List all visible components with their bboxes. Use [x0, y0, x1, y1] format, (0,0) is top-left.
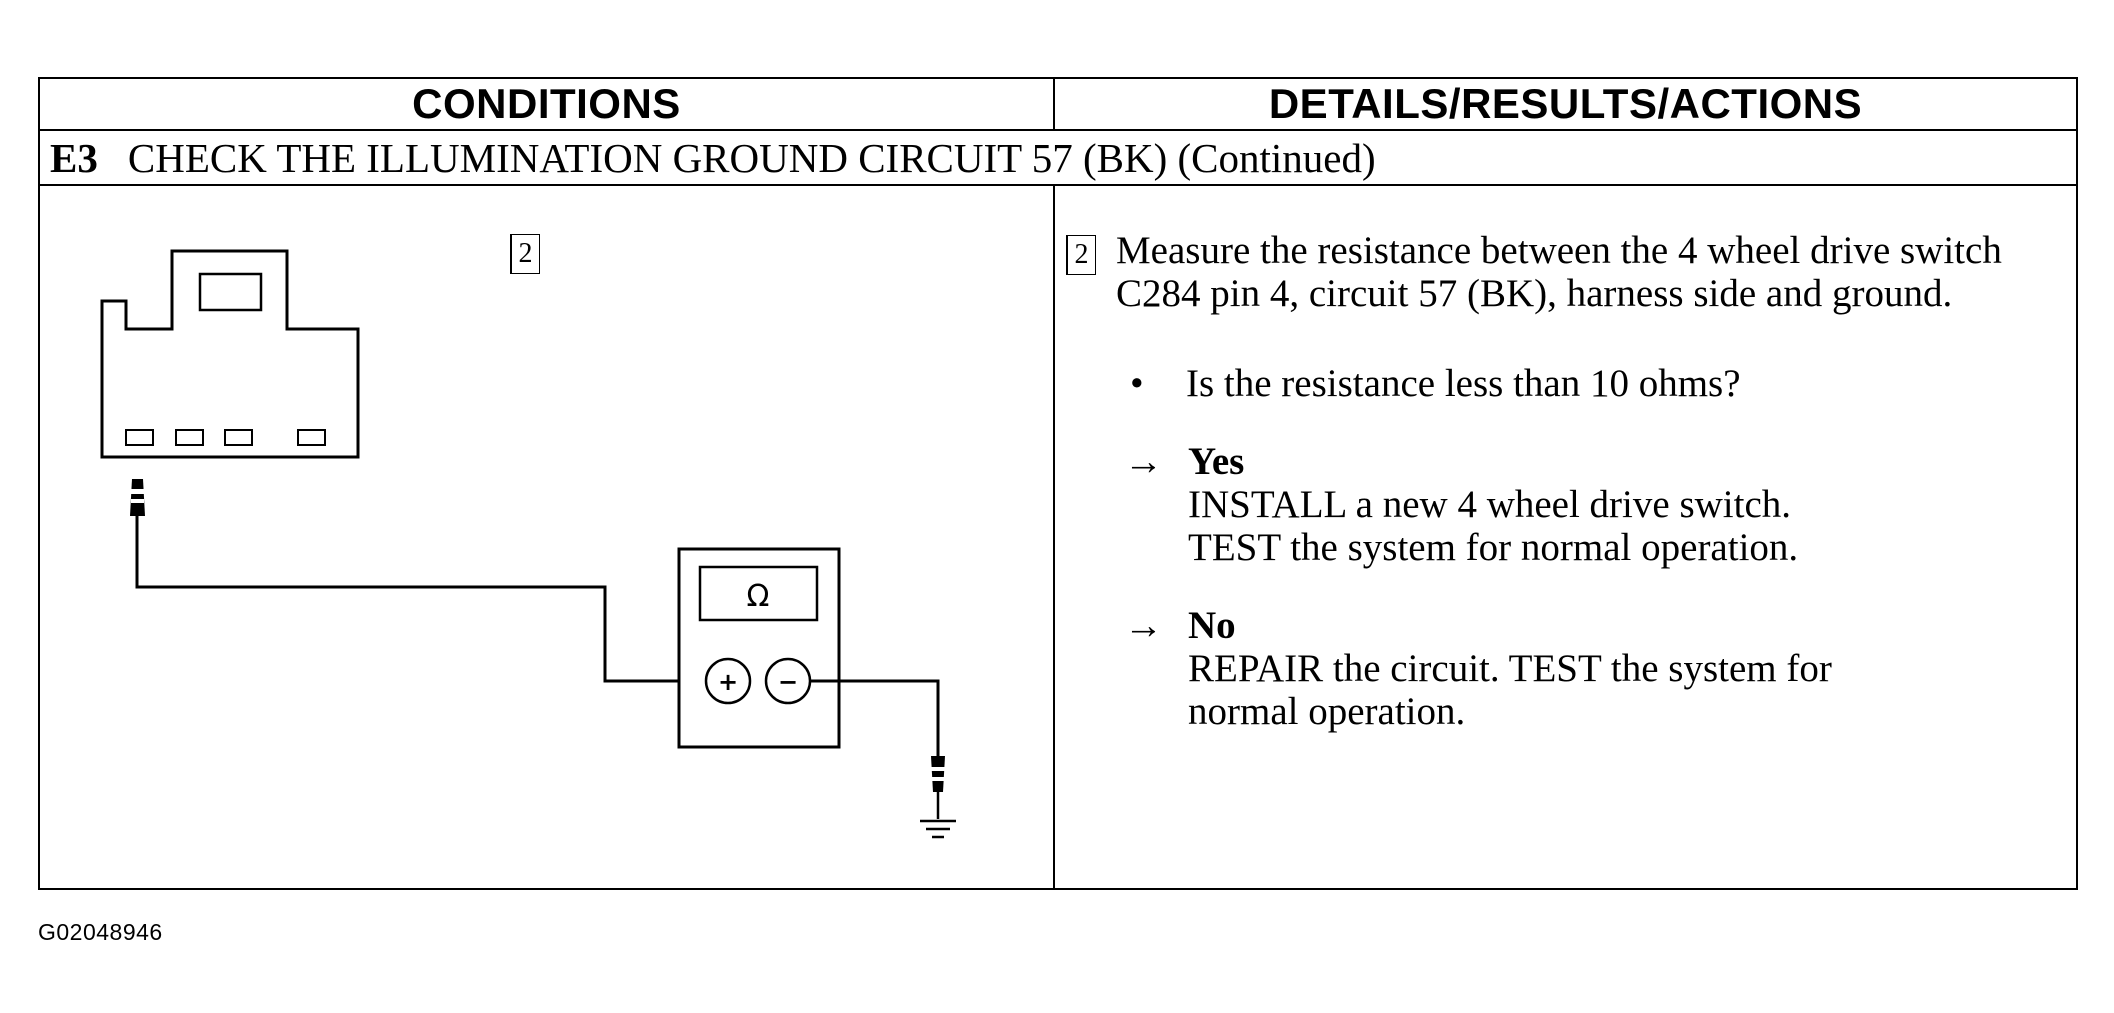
step-id: E3: [50, 134, 98, 181]
multimeter-display: [698, 565, 819, 622]
details-header: DETAILS/RESULTS/ACTIONS: [1268, 80, 1863, 127]
question-text: Is the resistance less than 10 ohms?: [1186, 362, 1741, 405]
question-item: • Is the resistance less than 10 ohms?: [1116, 362, 2056, 405]
positive-probe: [130, 479, 145, 516]
result-yes: → Yes INSTALL a new 4 wheel drive switch…: [1116, 440, 2056, 569]
conditions-header: CONDITIONS: [412, 80, 681, 127]
ohm-icon: Ω: [747, 579, 770, 614]
result-yes-title: Yes: [1188, 440, 1245, 483]
plus-icon: +: [718, 668, 738, 696]
step-title: CHECK THE ILLUMINATION GROUND CIRCUIT 57…: [127, 134, 1376, 181]
multimeter-body: [677, 547, 841, 749]
procedure-table: CONDITIONS DETAILS/RESULTS/ACTIONS E3 CH…: [38, 77, 2078, 890]
minus-icon: −: [778, 668, 798, 696]
connector-pin-4: [125, 429, 154, 446]
connector-pin-3: [175, 429, 204, 446]
multimeter: [677, 547, 841, 749]
header-divider: [1053, 79, 1055, 129]
positive-lead-wire: [135, 516, 679, 683]
negative-probe: [931, 756, 945, 819]
result-no-title: No: [1188, 604, 1236, 647]
connector-pin-1: [297, 429, 326, 446]
arrow-icon: →: [1124, 440, 1163, 483]
ground-icon: [920, 819, 956, 839]
result-no: → No REPAIR the circuit. TEST the system…: [1116, 604, 2056, 733]
bullet-icon: •: [1130, 362, 1144, 405]
column-divider: [1053, 186, 1055, 888]
connector-outline: [100, 249, 360, 459]
negative-lead-wire: [810, 679, 940, 756]
details-column: Measure the resistance between the 4 whe…: [1116, 229, 2056, 733]
figure-id: G02048946: [38, 919, 163, 945]
connector-pin-2: [224, 429, 253, 446]
plus-terminal: [704, 657, 752, 705]
result-yes-line: TEST the system for normal operation.: [1188, 526, 1799, 569]
result-yes-line: INSTALL a new 4 wheel drive switch.: [1188, 483, 1792, 526]
details-step-number: 2: [1066, 235, 1096, 275]
result-no-line: REPAIR the circuit. TEST the system for: [1188, 647, 1832, 690]
measure-instruction: Measure the resistance between the 4 whe…: [1116, 229, 2002, 315]
step-title-row: E3 CHECK THE ILLUMINATION GROUND CIRCUIT…: [40, 131, 2076, 184]
arrow-icon: →: [1124, 604, 1163, 647]
connector-c284: [100, 249, 360, 459]
connector-latch: [198, 272, 263, 312]
result-no-line: normal operation.: [1188, 690, 1466, 733]
step-rule: [40, 184, 2076, 186]
conditions-step-number: 2: [510, 234, 540, 274]
header-rule: [40, 129, 2076, 131]
multimeter-diagram: Ω + −: [100, 249, 956, 839]
